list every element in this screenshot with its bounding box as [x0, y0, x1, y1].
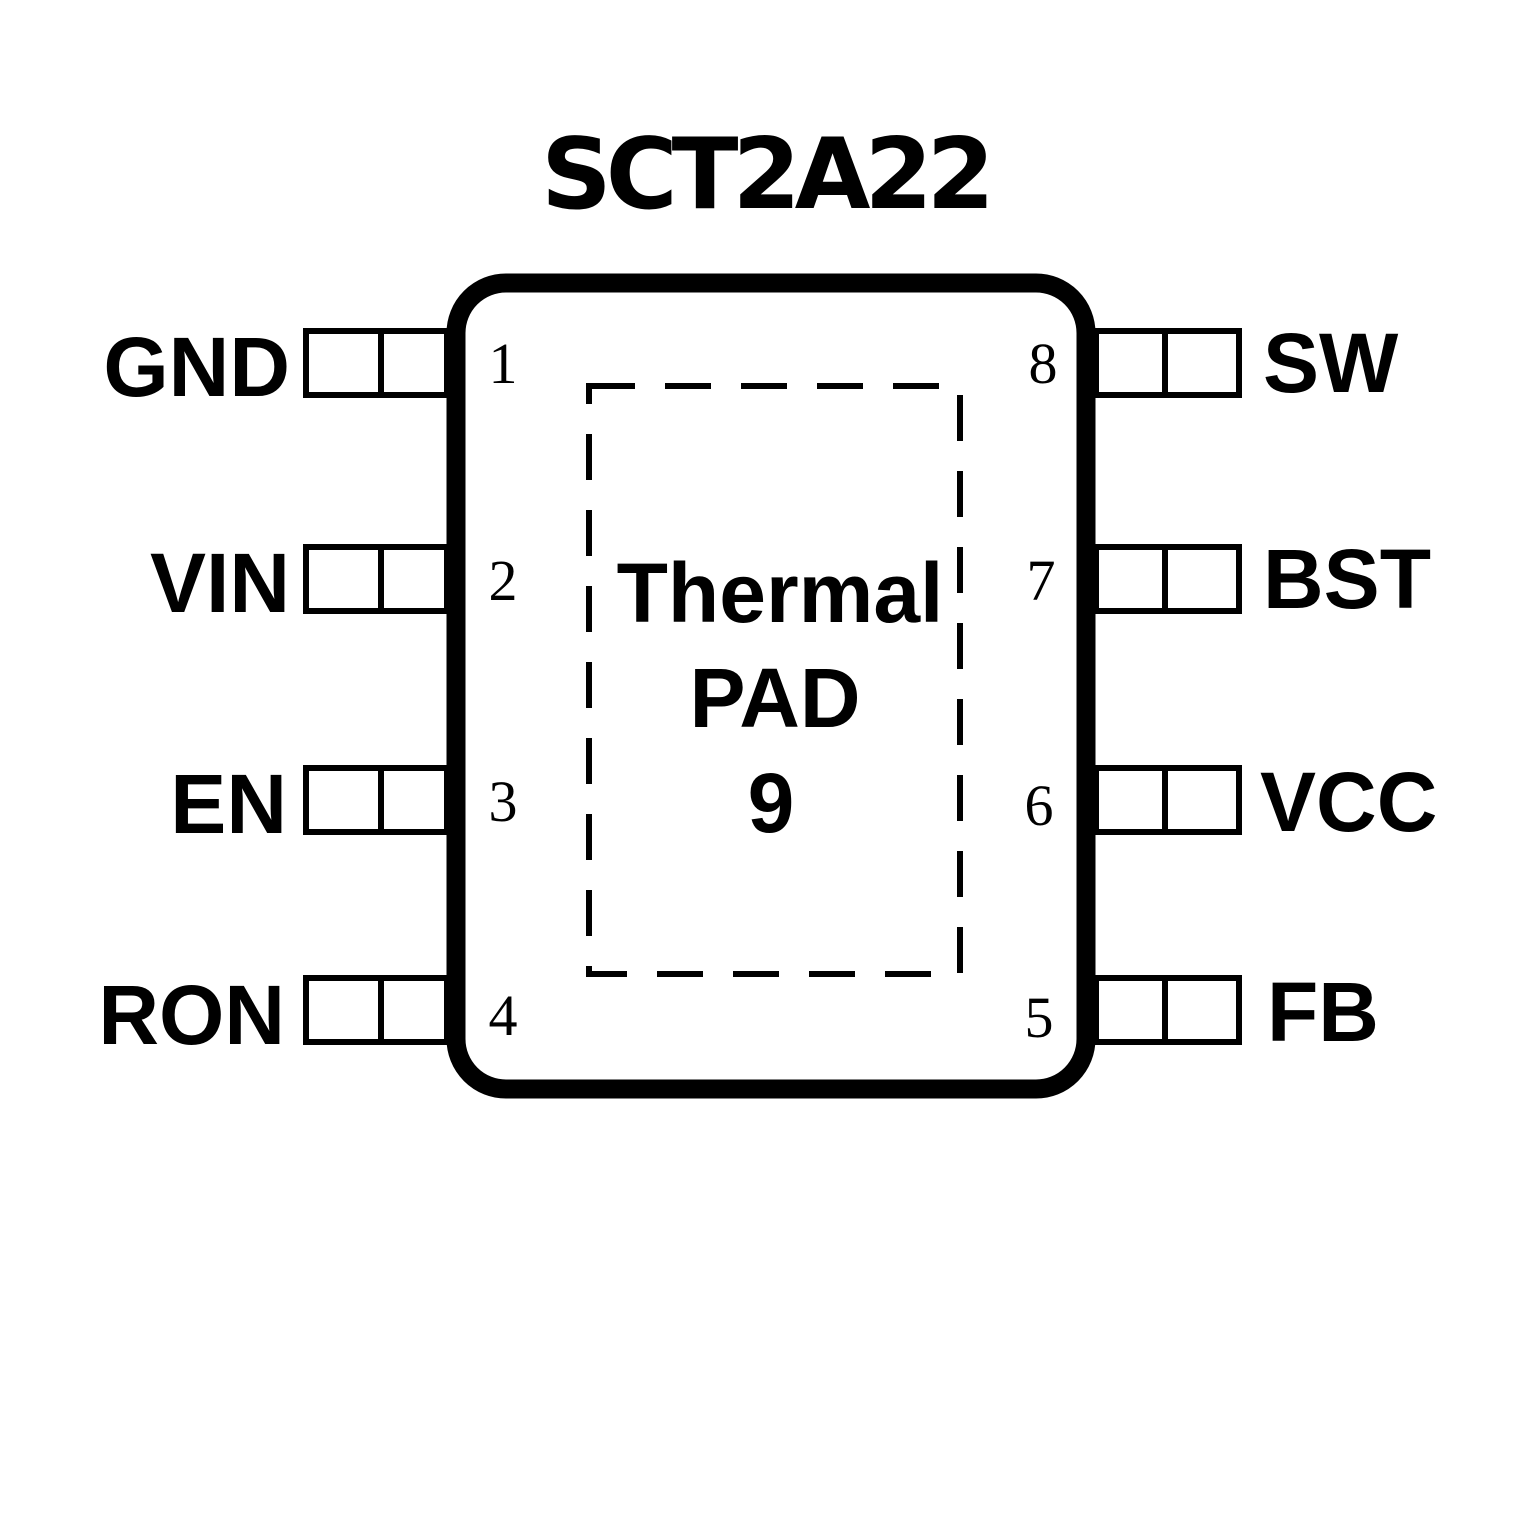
thermal-pad-label: Thermal [617, 546, 944, 640]
pin-name: VIN [150, 536, 290, 630]
right-pin-5: FB 5 [1025, 965, 1379, 1059]
pin-lead [303, 765, 450, 835]
pin-number: 3 [489, 769, 518, 834]
pin-number: 2 [489, 548, 518, 613]
left-pin-4: RON 4 [98, 968, 517, 1062]
left-pin-3: EN 3 [170, 757, 517, 851]
pin-name: VCC [1260, 755, 1437, 849]
pin-name: GND [103, 320, 290, 414]
pin-lead [303, 328, 450, 398]
package-body [446, 273, 1096, 1099]
pin-name: RON [98, 968, 285, 1062]
pin-number: 4 [489, 983, 518, 1048]
right-pin-7: BST 7 [1027, 532, 1432, 626]
pin-number: 7 [1027, 548, 1056, 613]
left-pin-1: GND 1 [103, 320, 517, 414]
pin-lead [303, 975, 450, 1045]
thermal-pad-label-2: PAD [689, 651, 860, 745]
left-pin-2: VIN 2 [150, 536, 518, 630]
pin-number: 1 [489, 331, 518, 396]
pin-name: FB [1267, 965, 1379, 1059]
pin-name: EN [170, 757, 287, 851]
pin-name: SW [1263, 316, 1399, 410]
pin-number: 5 [1025, 985, 1054, 1050]
pin-lead [303, 544, 450, 614]
right-pin-8: SW 8 [1029, 316, 1400, 410]
right-pin-6: VCC 6 [1025, 755, 1438, 849]
chip-title: SCT2A22 [541, 118, 989, 232]
thermal-pad-number: 9 [748, 756, 795, 850]
pin-name: BST [1263, 532, 1431, 626]
pin-number: 6 [1025, 773, 1054, 838]
pin-number: 8 [1029, 331, 1058, 396]
thermal-pad-outline [586, 383, 963, 977]
